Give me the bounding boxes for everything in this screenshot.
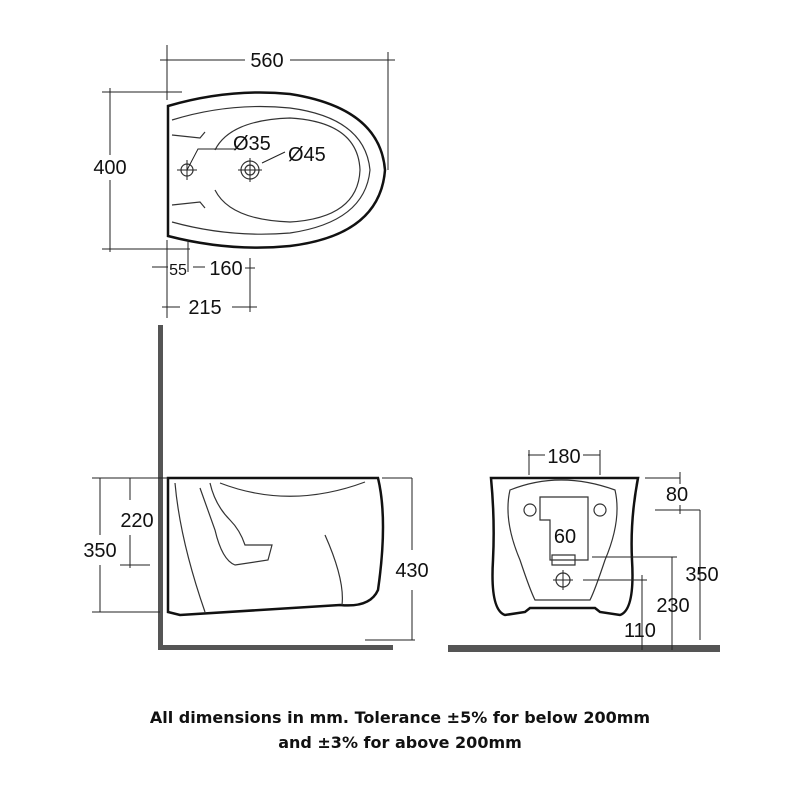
dim-110: 110 [624,620,656,642]
tolerance-note-line2: and ±3% for above 200mm [278,733,522,752]
dim-180: 180 [547,446,580,468]
dim-width: 560 [250,50,283,72]
dim-430: 430 [395,560,428,582]
tolerance-note-line1: All dimensions in mm. Tolerance ±5% for … [149,708,651,727]
dim-230: 230 [656,595,689,617]
dim-350-rear: 350 [685,564,718,586]
dim-80: 80 [666,484,688,506]
wall [158,325,163,650]
dim-depth: 400 [93,157,126,179]
dim-60: 60 [554,526,576,548]
top-view: 560 400 Ø35 Ø45 55 160 215 [93,45,395,319]
floor [160,645,393,650]
bidet-top-outline [166,91,387,249]
bidet-side-outline [166,476,385,617]
dim-waste-hole: Ø45 [288,144,326,166]
dim-tap-hole: Ø35 [233,133,271,155]
dim-offset-160: 160 [209,258,242,280]
dim-offset-55: 55 [169,262,187,279]
side-view: 220 350 430 [83,325,429,650]
rear-view: 180 80 60 350 230 110 [448,446,720,652]
floor-rear [448,645,720,652]
dim-350-side: 350 [83,540,116,562]
dim-offset-215: 215 [188,297,221,319]
dim-220: 220 [120,510,153,532]
